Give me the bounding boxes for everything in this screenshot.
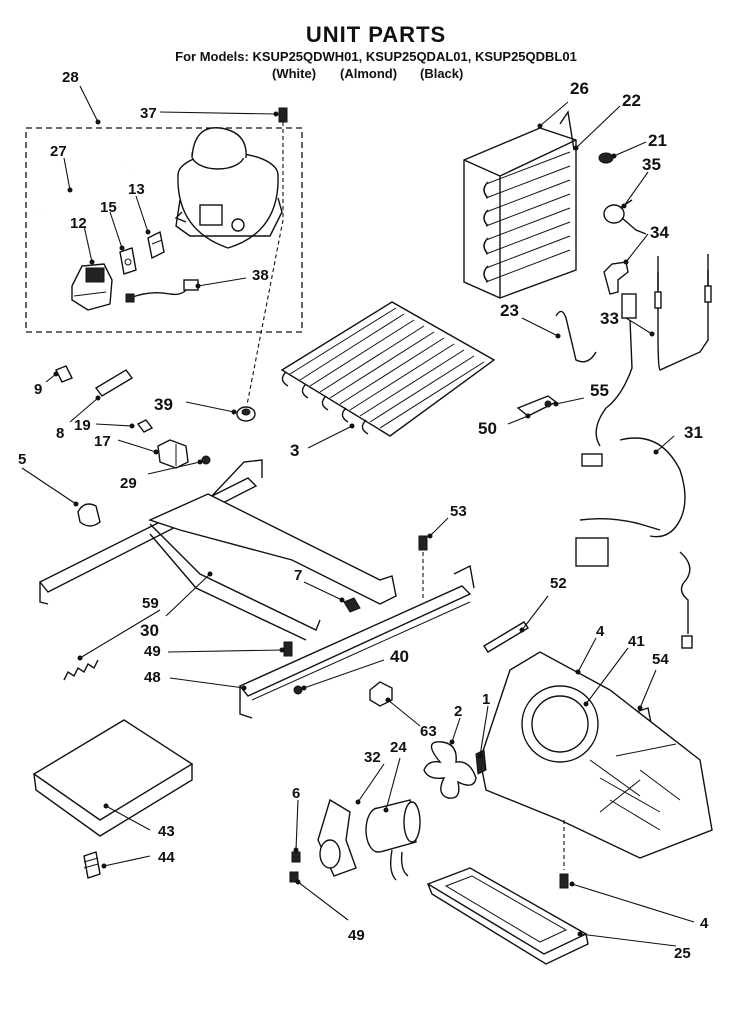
callout-31: 31: [684, 423, 703, 442]
tube-8: [94, 369, 134, 397]
drier-27: [39, 166, 129, 216]
foot-44: [83, 851, 101, 879]
overload-15: [119, 247, 137, 275]
harness-31: [575, 293, 693, 649]
fan-blade-2: [423, 741, 477, 799]
clip-7: [343, 597, 361, 613]
compressor: [174, 127, 283, 249]
color-white: (White): [272, 66, 317, 81]
callout-43: 43: [158, 823, 175, 840]
callout-41: 41: [628, 633, 645, 650]
callout-27: 27: [50, 143, 67, 160]
callout-26: 26: [570, 79, 589, 98]
color-almond: (Almond): [340, 66, 398, 81]
nut-63: [369, 681, 393, 707]
callout-35: 35: [642, 155, 661, 174]
callout-8: 8: [56, 425, 64, 442]
heater-33: [654, 254, 712, 371]
color-black: (Black): [420, 66, 464, 81]
callout-50: 50: [478, 419, 497, 438]
bracket-34: [603, 261, 629, 295]
callout-52: 52: [550, 575, 567, 592]
callout-12: 12: [70, 215, 87, 232]
callout-54: 54: [652, 651, 669, 668]
callout-19: 19: [74, 417, 91, 434]
callout-37: 37: [140, 105, 157, 122]
callout-21: 21: [648, 131, 667, 150]
callout-2: 2: [454, 703, 462, 720]
screw-37: [246, 107, 288, 406]
callout-28: 28: [62, 69, 79, 86]
callout-29: 29: [120, 475, 137, 492]
callout-49-upper: 49: [144, 643, 161, 660]
part-17: [157, 439, 189, 469]
screw-6: [291, 851, 301, 863]
callout-48: 48: [144, 669, 161, 686]
rail-40: [238, 564, 475, 719]
callout-1: 1: [482, 691, 490, 708]
callout-63: 63: [420, 723, 437, 740]
evaporator-26: [463, 127, 577, 299]
pad-43: [32, 719, 194, 837]
spring-59: [63, 659, 99, 681]
leader-lines: [21, 85, 695, 947]
callout-4-upper: 4: [596, 623, 605, 640]
callout-25: 25: [674, 945, 691, 962]
callout-33: 33: [600, 309, 619, 328]
screw-49b: [289, 871, 299, 883]
screw-48: [293, 685, 303, 695]
callout-55: 55: [590, 381, 609, 400]
clip-23: [555, 310, 597, 363]
page-title: UNIT PARTS: [305, 22, 447, 47]
strip-52: [483, 621, 529, 653]
screw-49a: [283, 641, 293, 657]
callout-34: 34: [650, 223, 669, 242]
screw-53: [418, 535, 428, 600]
callout-6: 6: [292, 785, 300, 802]
rail-30: [148, 493, 397, 641]
callout-24: 24: [390, 739, 407, 756]
callout-5: 5: [18, 451, 26, 468]
part-19: [136, 419, 154, 433]
harness-38: [125, 279, 199, 303]
relay-12: [71, 263, 113, 311]
defrost-sensor-22: [559, 110, 575, 151]
callout-53: 53: [450, 503, 467, 520]
rubber-5: [77, 503, 101, 527]
callout-7: 7: [294, 567, 302, 584]
drain-pan-25: [426, 867, 589, 965]
screw-21: [598, 152, 614, 164]
callout-49-lower: 49: [348, 927, 365, 944]
callout-30: 30: [140, 621, 159, 640]
callout-4-lower: 4: [700, 915, 709, 932]
callout-32: 32: [364, 749, 381, 766]
callout-15: 15: [100, 199, 117, 216]
callout-22: 22: [622, 91, 641, 110]
callout-23: 23: [500, 301, 519, 320]
grommet-39: [236, 406, 256, 422]
callout-40: 40: [390, 647, 409, 666]
callout-44: 44: [158, 849, 175, 866]
shroud-41: [479, 651, 713, 870]
bracket-32: [317, 798, 357, 877]
callout-17: 17: [94, 433, 111, 450]
callout-59: 59: [142, 595, 159, 612]
model-list: For Models: KSUP25QDWH01, KSUP25QDAL01, …: [175, 49, 577, 64]
fan-motor-24: [365, 799, 421, 881]
condenser-3: [280, 301, 496, 437]
clip-1: [475, 749, 487, 775]
thermostat-35: [603, 199, 647, 235]
callout-38: 38: [252, 267, 269, 284]
callout-13: 13: [128, 181, 145, 198]
callout-39: 39: [154, 395, 173, 414]
grommet-9: [55, 365, 73, 383]
leader-arrowheads: [53, 111, 659, 937]
callout-3: 3: [290, 441, 299, 460]
clip-13: [147, 230, 165, 260]
screw-4b: [559, 873, 569, 889]
bracket-50: [516, 395, 558, 417]
screw-29: [201, 455, 211, 465]
callout-9: 9: [34, 381, 42, 398]
